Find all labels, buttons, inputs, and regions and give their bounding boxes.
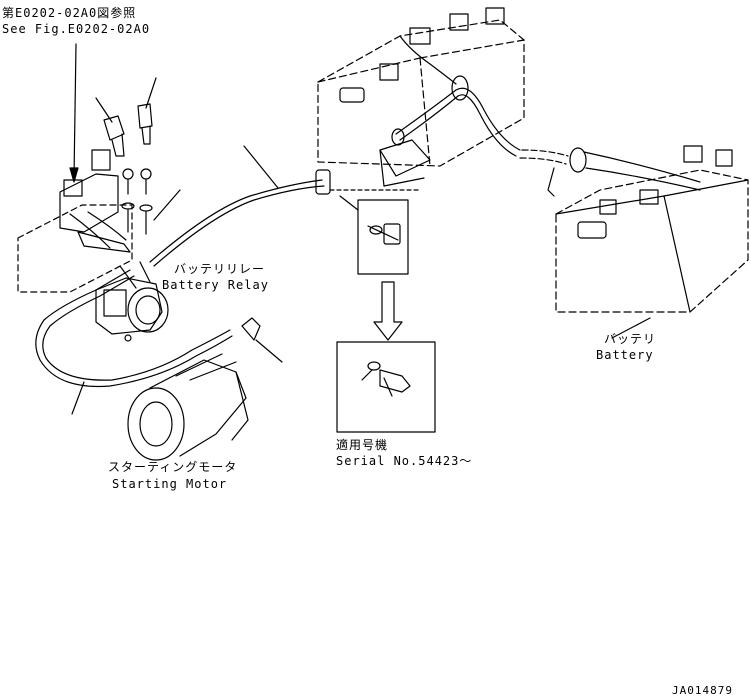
reference-arrow	[69, 43, 79, 183]
detail-box-current	[357, 199, 409, 275]
battery-relay	[95, 261, 169, 342]
starting-motor-label-en: Starting Motor	[112, 477, 228, 491]
cable-clamp	[315, 169, 421, 211]
relay-bracket-assembly	[17, 77, 181, 293]
serial-label-en: Serial No.54423～	[336, 454, 473, 468]
cable-bracket	[379, 139, 431, 187]
reference-label-ja: 第E0202-02A0図参照	[2, 6, 137, 20]
drawing-number: JA014879	[672, 684, 733, 697]
change-arrow	[373, 281, 403, 341]
upper-battery-caps	[339, 7, 505, 103]
battery-relay-label-ja: バッテリリレー	[174, 262, 266, 276]
lower-battery	[555, 145, 749, 339]
starting-motor	[127, 317, 283, 461]
battery-relay-label-en: Battery Relay	[162, 278, 269, 292]
reference-label-en: See Fig.E0202-02A0	[2, 22, 151, 36]
relay-to-battery-cable	[149, 145, 325, 267]
upper-battery	[317, 19, 525, 167]
battery-interconnect-cable	[391, 75, 701, 197]
detail-box-serial	[336, 341, 436, 433]
battery-label-en: Battery	[596, 348, 654, 362]
relay-to-motor-cable	[35, 269, 233, 415]
battery-label-ja: バッテリ	[604, 332, 657, 346]
starting-motor-label-ja: スターティングモータ	[108, 460, 238, 474]
serial-label-ja: 適用号機	[336, 438, 389, 452]
